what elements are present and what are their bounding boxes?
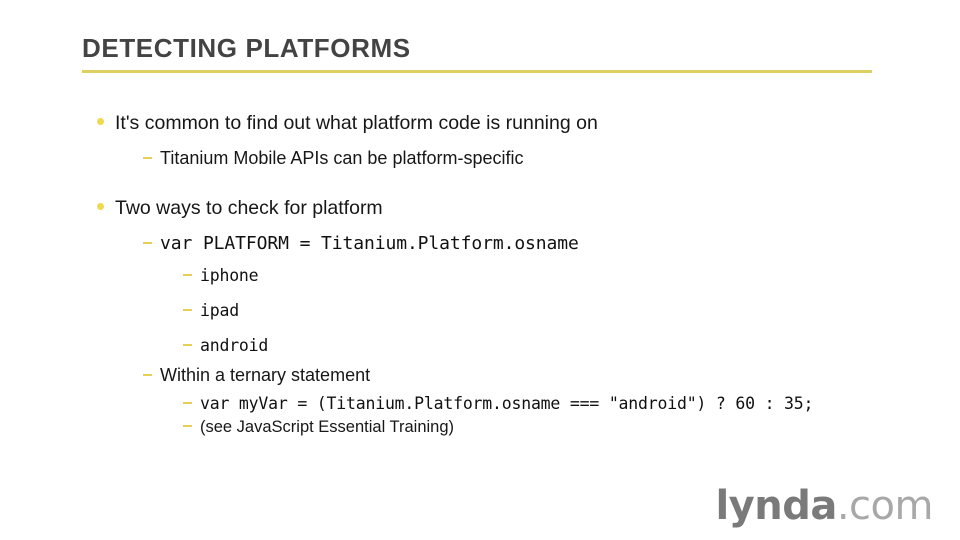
list-item: var myVar = (Titanium.Platform.osname ==… <box>0 394 960 413</box>
bullet-dash-icon <box>183 273 192 276</box>
list-item-label: Within a ternary statement <box>160 365 371 385</box>
list-item: iphone <box>0 266 960 285</box>
list-item: Two ways to check for platform <box>0 197 960 220</box>
bullet-dash-icon <box>143 156 152 159</box>
list-item: ipad <box>0 301 960 320</box>
list-item-label: (see JavaScript Essential Training) <box>200 418 455 436</box>
code-snippet: var myVar = (Titanium.Platform.osname ==… <box>200 394 814 413</box>
list-item-label: Two ways to check for platform <box>115 197 383 219</box>
bullet-dash-icon <box>183 401 192 404</box>
bullet-dash-icon <box>183 343 192 346</box>
code-snippet: var PLATFORM = Titanium.Platform.osname <box>160 233 579 254</box>
lynda-logo: lynda.com <box>715 486 933 526</box>
code-snippet: iphone <box>200 266 259 285</box>
title-divider <box>82 70 872 73</box>
logo-wordmark: lynda <box>715 483 837 529</box>
code-snippet: ipad <box>200 301 239 320</box>
list-item: android <box>0 336 960 355</box>
list-item: (see JavaScript Essential Training) <box>0 418 960 437</box>
list-item: Titanium Mobile APIs can be platform-spe… <box>0 148 960 169</box>
code-snippet: android <box>200 336 269 355</box>
bullet-dash-icon <box>183 308 192 311</box>
slide-body: It's common to find out what platform co… <box>0 112 960 437</box>
bullet-dash-icon <box>143 373 152 376</box>
list-item-label: Titanium Mobile APIs can be platform-spe… <box>160 148 524 168</box>
list-item: It's common to find out what platform co… <box>0 112 960 135</box>
list-item: Within a ternary statement <box>0 365 960 386</box>
bullet-dot-icon <box>97 118 104 125</box>
list-item: var PLATFORM = Titanium.Platform.osname <box>0 233 960 254</box>
bullet-dash-icon <box>143 241 152 244</box>
page-title: DETECTING PLATFORMS <box>82 33 411 63</box>
logo-suffix: .com <box>836 483 934 529</box>
bullet-dash-icon <box>183 424 192 427</box>
list-item-label: It's common to find out what platform co… <box>115 112 598 134</box>
bullet-dot-icon <box>97 203 104 210</box>
